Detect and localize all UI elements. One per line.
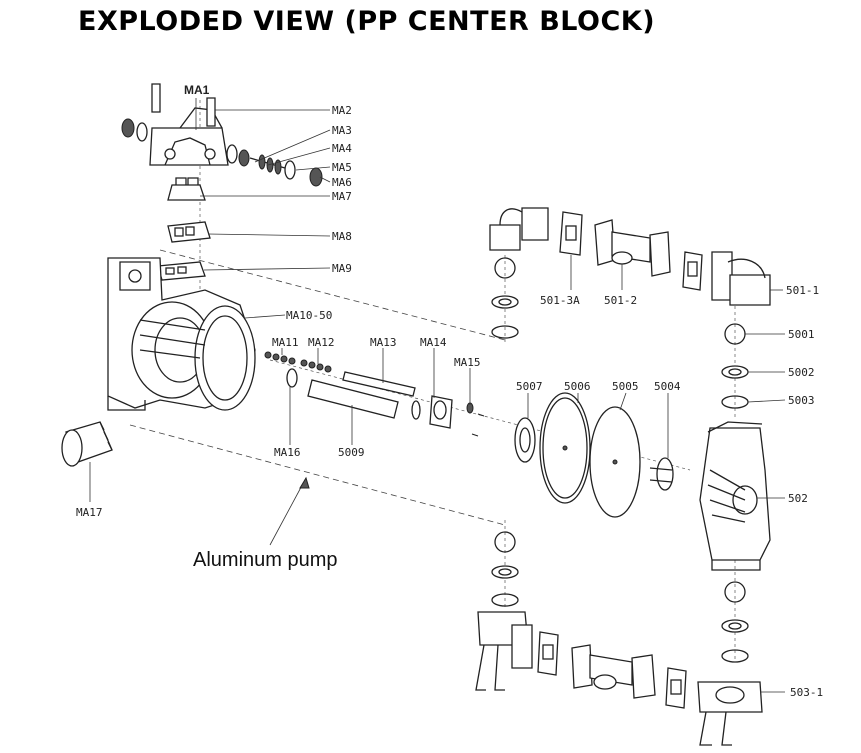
spool-assembly bbox=[226, 144, 323, 187]
muffler-ma17 bbox=[61, 421, 113, 467]
label-ma12: MA12 bbox=[308, 336, 335, 349]
label-ma14: MA14 bbox=[420, 336, 447, 349]
gasket-501-3A bbox=[559, 211, 583, 256]
inlet-elbow-left bbox=[475, 611, 533, 691]
label-ma3: MA3 bbox=[332, 124, 352, 137]
label-ma15: MA15 bbox=[454, 356, 481, 369]
seat-lower-left bbox=[491, 565, 519, 579]
clip-ma15 bbox=[466, 402, 485, 437]
label-5002: 5002 bbox=[788, 366, 815, 379]
label-5006: 5006 bbox=[564, 380, 591, 393]
label-5009: 5009 bbox=[338, 446, 365, 459]
leader-lines bbox=[89, 98, 786, 693]
elbow-501-1 bbox=[711, 251, 771, 306]
gasket-bottom-right bbox=[665, 667, 687, 709]
end-cap-left bbox=[121, 118, 148, 142]
label-ma7: MA7 bbox=[332, 190, 352, 203]
elbow-left bbox=[489, 207, 549, 251]
part-labels: MA1 MA2 MA3 MA4 MA5 MA6 MA7 MA8 MA9 MA10… bbox=[76, 83, 823, 699]
label-ma9: MA9 bbox=[332, 262, 352, 275]
oring-lower-right bbox=[721, 649, 749, 663]
center-gasket-ma9 bbox=[157, 261, 206, 281]
gasket-bottom-left bbox=[537, 631, 559, 676]
inlet-elbow-503-1 bbox=[697, 681, 763, 746]
label-5003: 5003 bbox=[788, 394, 815, 407]
label-ma10-50: MA10-50 bbox=[286, 309, 332, 322]
valve-plate-ma7 bbox=[167, 177, 206, 201]
oring-upper-left bbox=[491, 325, 519, 339]
seal-row-ma11 bbox=[264, 351, 296, 365]
gasket-strips bbox=[151, 83, 216, 127]
fluid-chamber-502 bbox=[699, 421, 771, 571]
seat-upper-left bbox=[491, 295, 519, 309]
valve-gasket-ma8 bbox=[167, 221, 211, 243]
label-ma8: MA8 bbox=[332, 230, 352, 243]
shaft-5009 bbox=[307, 379, 421, 420]
ball-upper-left bbox=[494, 257, 516, 279]
label-501-3a: 501-3A bbox=[540, 294, 580, 307]
inner-plate-5004 bbox=[649, 457, 674, 491]
ball-lower-left bbox=[494, 531, 516, 553]
caption-aluminum-pump: Aluminum pump bbox=[193, 549, 338, 571]
ball-lower-right bbox=[724, 581, 746, 603]
label-5005: 5005 bbox=[612, 380, 639, 393]
label-502: 502 bbox=[788, 492, 808, 505]
label-ma13: MA13 bbox=[370, 336, 397, 349]
label-501-1: 501-1 bbox=[786, 284, 819, 297]
back-diaphragm-5005 bbox=[589, 406, 641, 518]
air-chamber-housing bbox=[107, 257, 256, 411]
label-5004: 5004 bbox=[654, 380, 681, 393]
label-ma11: MA11 bbox=[272, 336, 299, 349]
label-ma17: MA17 bbox=[76, 506, 103, 519]
air-valve-body bbox=[149, 107, 229, 166]
pilot-shaft-ma13 bbox=[342, 371, 416, 397]
manifold-bottom bbox=[571, 644, 656, 699]
diaphragm-5006 bbox=[539, 392, 591, 504]
label-ma4: MA4 bbox=[332, 142, 352, 155]
outer-plate-5007 bbox=[514, 417, 536, 463]
label-501-2: 501-2 bbox=[604, 294, 637, 307]
label-ma1: MA1 bbox=[184, 83, 210, 97]
oring-lower-left bbox=[491, 593, 519, 607]
label-ma2: MA2 bbox=[332, 104, 352, 117]
seal-row-ma12 bbox=[300, 359, 332, 373]
label-ma5: MA5 bbox=[332, 161, 352, 174]
o-ring-ma16 bbox=[286, 368, 298, 388]
diagram-title: EXPLODED VIEW (PP CENTER BLOCK) bbox=[78, 6, 656, 37]
label-5001: 5001 bbox=[788, 328, 815, 341]
label-ma16: MA16 bbox=[274, 446, 301, 459]
seat-lower-right bbox=[721, 619, 749, 633]
label-503-1: 503-1 bbox=[790, 686, 823, 699]
label-ma6: MA6 bbox=[332, 176, 352, 189]
manifold-501-2 bbox=[594, 219, 671, 277]
gasket-right-top bbox=[682, 251, 703, 291]
seat-5002 bbox=[721, 365, 749, 379]
label-5007: 5007 bbox=[516, 380, 543, 393]
bushing-ma14 bbox=[429, 395, 453, 429]
